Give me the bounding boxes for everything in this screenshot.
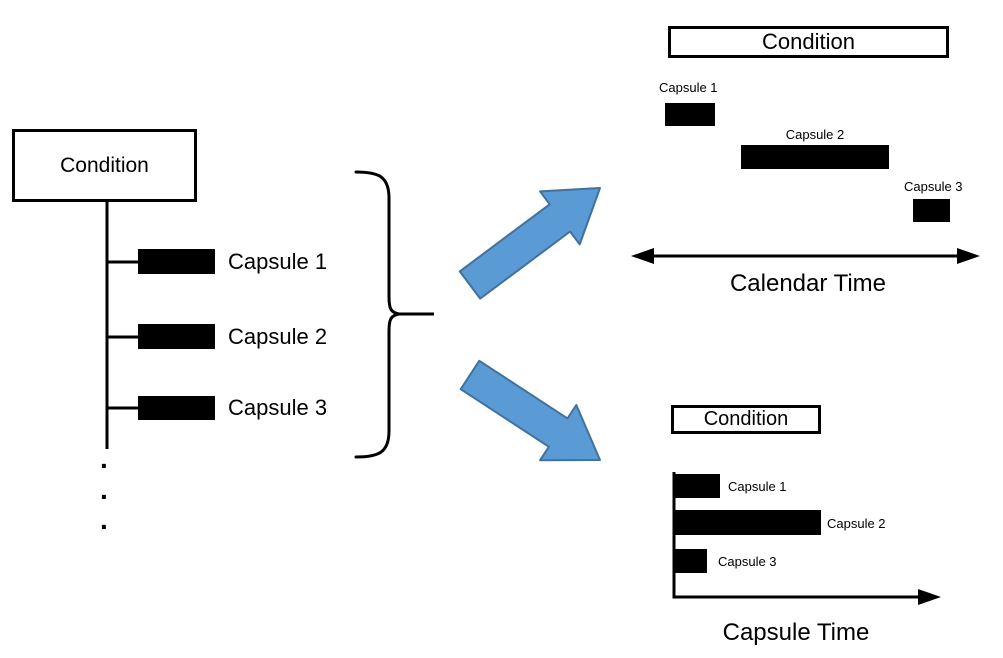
capsule-time-label-1: Capsule 1 [728, 479, 787, 494]
capsule-time-bar-3 [674, 549, 707, 573]
left-capsule-bar-1 [138, 249, 215, 274]
capsule-axis-label: Capsule Time [722, 619, 870, 646]
left-capsule-bar-3 [138, 396, 215, 420]
calendar-axis-right-arrowhead-icon [957, 248, 980, 264]
calendar-axis-left-arrowhead-icon [631, 248, 654, 264]
left-capsule-label-2: Capsule 2 [228, 324, 328, 349]
calendar-capsule-label-1: Capsule 1 [659, 80, 718, 95]
left-condition-box: Condition [12, 129, 197, 202]
continuation-dot-1: . [100, 443, 108, 474]
capsule-time-bar-1 [674, 474, 720, 498]
block-arrow-up-right-icon [458, 187, 601, 300]
capsule-time-label-3: Capsule 3 [718, 554, 777, 569]
calendar-condition-box: Condition [668, 26, 949, 58]
capsule-condition-label: Condition [703, 408, 789, 430]
capsule-time-label-2: Capsule 2 [827, 516, 886, 531]
calendar-condition-label: Condition [762, 29, 855, 54]
left-capsule-label-3: Capsule 3 [228, 395, 328, 420]
calendar-capsule-bar-1 [665, 103, 715, 126]
calendar-capsule-bar-2 [741, 145, 889, 169]
block-arrow-down-right-icon [459, 359, 601, 462]
capsule-condition-box: Condition [671, 405, 821, 434]
left-capsule-label-1: Capsule 1 [228, 249, 328, 274]
curly-brace [354, 170, 400, 459]
calendar-capsule-label-3: Capsule 3 [904, 179, 963, 194]
calendar-capsule-label-2: Capsule 2 [785, 127, 845, 142]
continuation-dot-2: . [100, 474, 108, 505]
left-capsule-bar-2 [138, 324, 215, 349]
left-condition-label: Condition [60, 153, 149, 177]
calendar-capsule-bar-3 [913, 199, 950, 222]
capsule-axis-arrowhead-icon [918, 589, 941, 605]
calendar-axis-label: Calendar Time [729, 270, 887, 297]
capsule-time-bar-2 [674, 510, 821, 535]
continuation-dot-3: . [100, 504, 108, 535]
